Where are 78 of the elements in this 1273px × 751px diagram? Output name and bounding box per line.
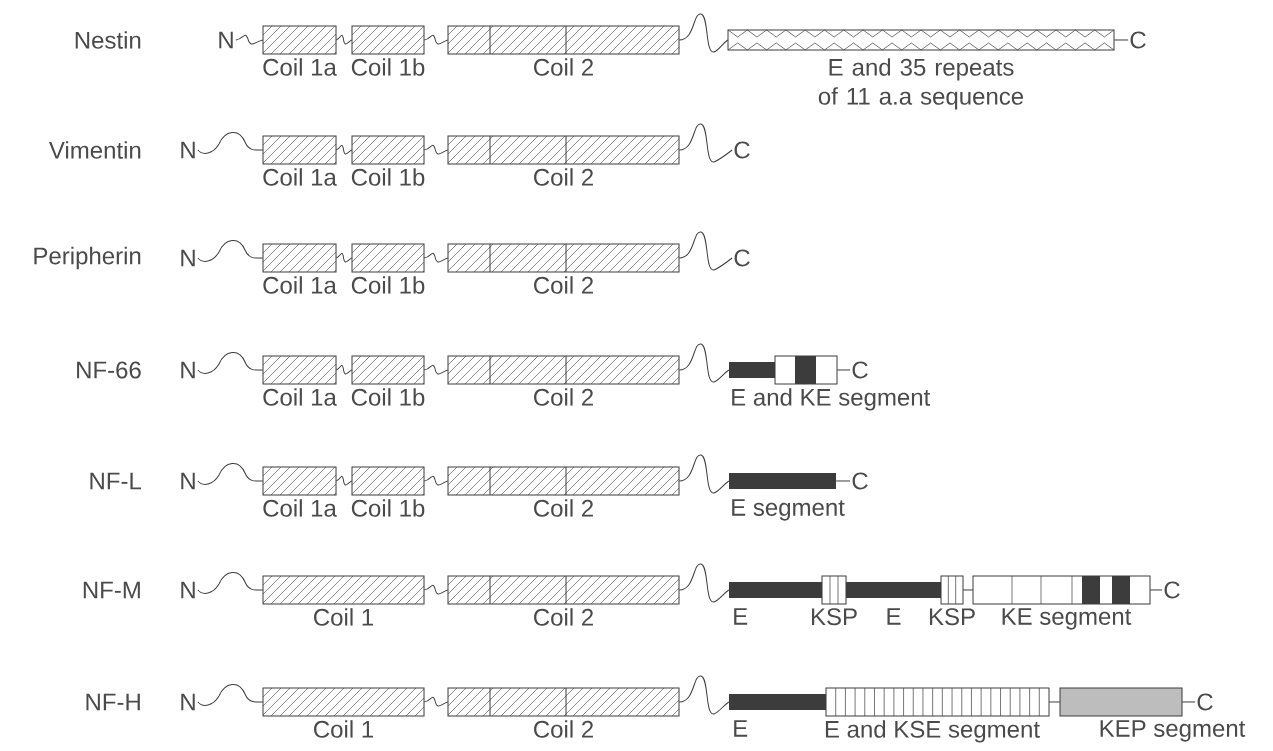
- domain-label: Coil 2: [534, 608, 593, 626]
- domain-label: E and KE segment: [732, 388, 931, 411]
- terminus-label: N: [219, 31, 233, 49]
- linker-line: [1113, 39, 1129, 41]
- protein-name: NF-M: [83, 581, 140, 599]
- linker-line: [423, 475, 449, 486]
- domain-label: Coil 1a: [263, 168, 337, 186]
- domain-label: E: [734, 608, 748, 625]
- protein-name: Nestin: [75, 31, 141, 49]
- domain-label: KSP: [811, 608, 857, 626]
- domain-label: E and KSE segment: [825, 720, 1040, 743]
- linker-line: [962, 589, 974, 591]
- domain-label: Coil 1b: [351, 276, 425, 294]
- terminus-label: C: [1197, 693, 1213, 711]
- domain-label: Coil 1a: [263, 276, 337, 294]
- domain-label: KE segment: [1002, 608, 1132, 630]
- linker-line: [1181, 701, 1196, 703]
- linker-line: [1149, 589, 1163, 591]
- domain-label: Coil 2: [534, 499, 593, 517]
- linker-line: [678, 343, 730, 383]
- domain-label: E segment: [732, 499, 845, 521]
- terminus-label: C: [734, 249, 750, 267]
- terminus-label: N: [181, 581, 195, 599]
- domain-label: Coil 1: [314, 720, 373, 738]
- terminus-label: N: [181, 361, 195, 379]
- protein-name: Peripherin: [34, 246, 141, 270]
- domain-label: Coil 1a: [263, 388, 337, 406]
- protein-name: Vimentin: [49, 141, 141, 159]
- linker-line: [423, 252, 449, 263]
- domain-label: Coil 1a: [263, 58, 337, 76]
- linker-line: [423, 696, 449, 707]
- linker-line: [678, 123, 733, 163]
- terminus-label: N: [181, 472, 195, 490]
- domain-label: E: [734, 720, 748, 737]
- terminus-label: C: [1130, 31, 1146, 49]
- linker-line: [678, 454, 730, 494]
- linker-line: [836, 369, 851, 371]
- domain-label: Coil 1b: [351, 388, 425, 406]
- domain-label: KSP: [929, 608, 975, 626]
- domain-label: Coil 2: [534, 720, 593, 738]
- linker-line: [335, 475, 353, 486]
- terminus-label: C: [852, 472, 868, 490]
- terminus-label: N: [181, 141, 195, 159]
- linker-line: [335, 252, 353, 263]
- domain-label: E and 35 repeats of 11 a.a sequence: [818, 58, 1024, 110]
- domain-label: Coil 1: [314, 608, 373, 626]
- terminus-label: C: [734, 141, 750, 159]
- linker-line: [335, 34, 353, 45]
- linker-line: [678, 563, 730, 603]
- terminus-label: C: [852, 361, 868, 379]
- linker-line: [1048, 701, 1061, 703]
- linker-line: [678, 13, 729, 53]
- linker-line: [423, 584, 449, 595]
- domain-label: Coil 1b: [351, 168, 425, 186]
- linker-line: [423, 34, 449, 45]
- domain-label: Coil 2: [534, 58, 593, 76]
- terminus-label: N: [181, 693, 195, 711]
- domain-label: Coil 2: [534, 168, 593, 186]
- domain-label: E: [887, 608, 901, 625]
- domain-label: Coil 1a: [263, 499, 337, 517]
- linker-line: [678, 231, 733, 271]
- linker-line: [678, 675, 730, 715]
- domain-label: KEP segment: [1100, 720, 1246, 742]
- linker-line: [423, 144, 449, 155]
- protein-name: NF-L: [90, 472, 141, 490]
- domain-label: Coil 2: [534, 276, 593, 294]
- domain-label: Coil 2: [534, 388, 593, 406]
- terminus-label: C: [1164, 581, 1180, 599]
- linker-line: [423, 364, 449, 375]
- protein-name: NF-66: [77, 361, 141, 379]
- domain-label: Coil 1b: [351, 58, 425, 76]
- linker-line: [835, 480, 851, 482]
- linker-line: [335, 144, 353, 155]
- linker-line: [335, 364, 353, 375]
- terminus-label: N: [181, 249, 195, 267]
- domain-label: Coil 1b: [351, 499, 425, 517]
- linker-line: [235, 34, 264, 45]
- protein-name: NF-H: [86, 693, 140, 711]
